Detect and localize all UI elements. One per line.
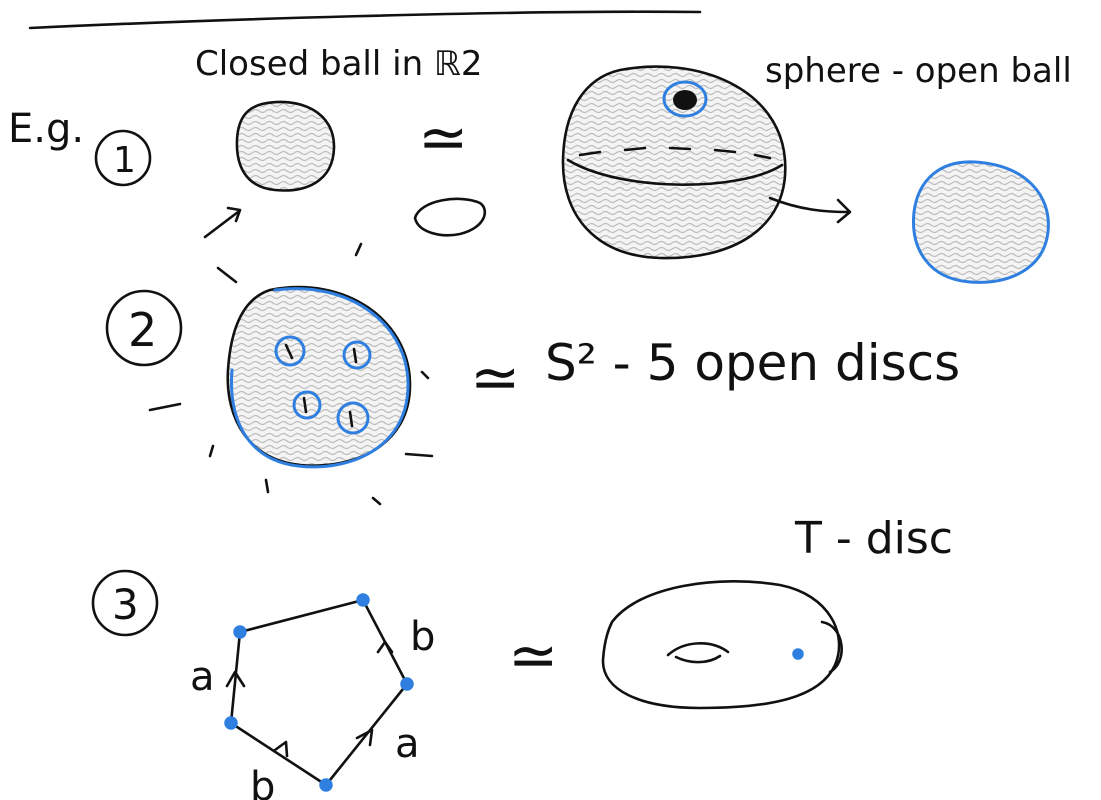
ex1-number-circle xyxy=(94,129,152,187)
edge-arrow-a xyxy=(225,670,246,688)
ex2-result: S² - 5 open discs xyxy=(545,334,960,392)
ex3-result: T - disc xyxy=(794,513,953,564)
ex1-arrow xyxy=(203,206,242,239)
vertex-1 xyxy=(233,625,247,639)
torus-hole-top xyxy=(666,642,730,657)
ex3-number: 3 xyxy=(112,580,139,629)
edge-label-b2: b xyxy=(250,764,275,800)
hole-2 xyxy=(342,340,372,370)
hole-1 xyxy=(274,335,306,367)
closed-ball xyxy=(235,100,336,192)
resulting-disc xyxy=(912,160,1050,284)
torus xyxy=(601,580,841,710)
ex2-relation: ≃ xyxy=(470,343,520,413)
hole-3 xyxy=(292,390,322,420)
edge-label-a2: a xyxy=(395,721,420,767)
top-rule-line xyxy=(28,10,702,30)
vertex-4 xyxy=(319,778,333,792)
ex3-relation: ≃ xyxy=(508,621,558,691)
ex3-number-circle xyxy=(91,569,159,637)
sphere xyxy=(561,65,787,260)
edge-arrow-b xyxy=(376,640,394,654)
removed-open-ball-fill xyxy=(673,90,697,110)
torus-point xyxy=(792,648,804,660)
hole-4 xyxy=(336,401,370,435)
edge-arrow-b2 xyxy=(273,740,289,758)
ex3-pentagon xyxy=(229,598,409,787)
edge-label-a: a xyxy=(190,654,215,700)
sphere-back-equator xyxy=(578,146,772,160)
sphere-with-holes-outline xyxy=(230,287,410,469)
ex1-small-ellipse xyxy=(413,197,486,237)
torus-hole-bottom xyxy=(674,654,722,664)
eg-label: E.g. xyxy=(8,106,84,152)
torus-cut-disc xyxy=(820,620,843,674)
ex1-caption-left: Closed ball in ℝ2 xyxy=(195,44,483,84)
vertex-3 xyxy=(400,677,414,691)
edge-label-b: b xyxy=(410,614,435,660)
vertex-5 xyxy=(224,716,238,730)
edge-arrow-a2 xyxy=(355,728,374,747)
removed-open-ball xyxy=(662,80,708,118)
vertex-2 xyxy=(356,593,370,607)
ex1-right-arrow xyxy=(768,196,852,224)
radiating-dashes xyxy=(148,242,434,506)
ex1-relation: ≃ xyxy=(418,103,468,173)
hole-marks xyxy=(284,343,358,428)
ex1-caption-right: sphere - open ball xyxy=(765,51,1072,91)
ex1-number: 1 xyxy=(113,140,136,181)
ex2-number-circle xyxy=(105,289,183,367)
ex2-number: 2 xyxy=(128,303,157,357)
sphere-equator xyxy=(566,158,784,186)
sphere-with-holes xyxy=(226,285,412,467)
